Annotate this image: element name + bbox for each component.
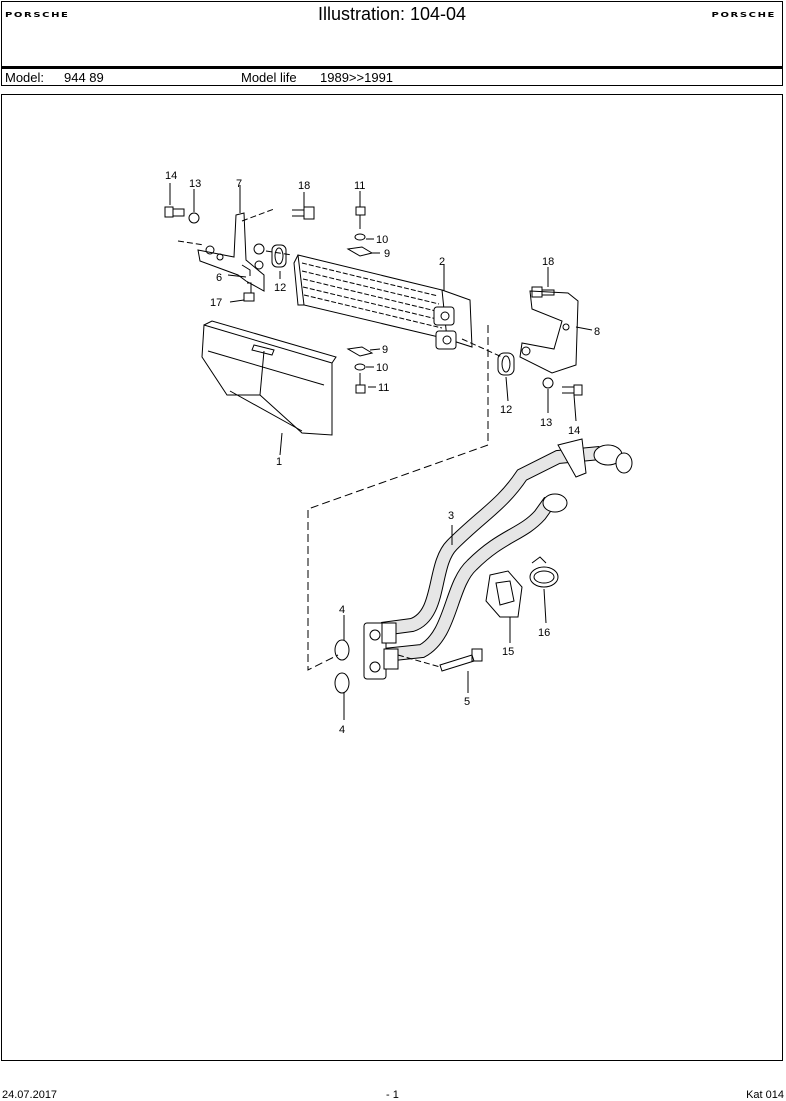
bolt-5 bbox=[439, 648, 483, 672]
grommet-12-right bbox=[497, 352, 515, 376]
bolt-17 bbox=[243, 282, 255, 302]
hose-clamp-16 bbox=[529, 556, 559, 588]
model-label: Model: bbox=[5, 70, 45, 85]
callout: 3 bbox=[448, 510, 454, 522]
callout: 4 bbox=[339, 724, 345, 736]
callout: 12 bbox=[274, 282, 286, 294]
porsche-logo-left: PORSCHE bbox=[5, 11, 70, 20]
washer-13-left bbox=[188, 212, 200, 224]
callout: 18 bbox=[542, 256, 554, 268]
footer-page: - 1 bbox=[386, 1089, 399, 1101]
model-life-label: Model life bbox=[241, 70, 297, 85]
callout: 9 bbox=[384, 248, 390, 260]
hose-flange bbox=[363, 622, 399, 680]
parts-diagram: 14 13 7 18 11 10 9 2 18 8 6 12 17 9 10 1… bbox=[164, 170, 633, 736]
bracket-right bbox=[519, 290, 579, 374]
footer-catalog: Kat 014 bbox=[746, 1089, 784, 1101]
clip-9-top bbox=[346, 246, 374, 257]
grommet-12-left bbox=[271, 244, 287, 268]
callout: 8 bbox=[594, 326, 600, 338]
clip-9-bottom bbox=[346, 346, 374, 357]
callout: 5 bbox=[464, 696, 470, 708]
air-duct bbox=[201, 320, 337, 436]
callout: 2 bbox=[439, 256, 445, 268]
callout-labels: 14 13 7 18 11 10 9 2 18 8 6 12 17 9 10 1… bbox=[165, 170, 600, 736]
callout: 10 bbox=[376, 234, 388, 246]
callout: 11 bbox=[354, 180, 365, 192]
callout: 4 bbox=[339, 604, 345, 616]
callout: 14 bbox=[165, 170, 177, 182]
callout: 14 bbox=[568, 425, 580, 437]
bolt-14-right bbox=[562, 384, 583, 396]
callout: 12 bbox=[500, 404, 512, 416]
illustration-frame: 14 13 7 18 11 10 9 2 18 8 6 12 17 9 10 1… bbox=[1, 94, 783, 1061]
oil-hoses bbox=[381, 438, 633, 662]
callout: 6 bbox=[216, 272, 222, 284]
callout: 13 bbox=[540, 417, 552, 429]
screw-11-bottom bbox=[355, 373, 366, 394]
callout: 11 bbox=[378, 382, 389, 394]
oil-cooler bbox=[293, 254, 473, 350]
callout: 10 bbox=[376, 362, 388, 374]
model-bar: Model: 944 89 Model life 1989>>1991 bbox=[1, 67, 783, 86]
footer-date: 24.07.2017 bbox=[2, 1089, 58, 1101]
bolt-18-left bbox=[292, 206, 315, 220]
header: PORSCHE Illustration: 104-04 PORSCHE bbox=[1, 1, 783, 67]
bolt-14-left bbox=[164, 206, 185, 218]
callout: 13 bbox=[189, 178, 201, 190]
callout: 18 bbox=[298, 180, 310, 192]
screw-11-top bbox=[355, 206, 366, 229]
callout: 9 bbox=[382, 344, 388, 356]
callout: 15 bbox=[502, 646, 514, 658]
page-title: Illustration: 104-04 bbox=[317, 4, 467, 24]
leader-lines bbox=[169, 183, 593, 720]
grommet-15 bbox=[485, 570, 523, 618]
washer-10-top bbox=[354, 233, 366, 241]
callout: 17 bbox=[210, 297, 222, 309]
bracket-left bbox=[197, 212, 265, 292]
model-life-value: 1989>>1991 bbox=[320, 70, 394, 85]
callout: 16 bbox=[538, 627, 550, 639]
bolt-18-right bbox=[531, 286, 555, 298]
porsche-logo-right: PORSCHE bbox=[711, 11, 776, 20]
model-value: 944 89 bbox=[64, 70, 104, 85]
washer-10-bottom bbox=[354, 363, 366, 371]
washer-13-right bbox=[542, 377, 554, 389]
seal-ring-4-bottom bbox=[334, 672, 350, 694]
seal-ring-4-top bbox=[334, 639, 350, 661]
callout: 1 bbox=[276, 456, 282, 468]
callout: 7 bbox=[236, 178, 242, 190]
